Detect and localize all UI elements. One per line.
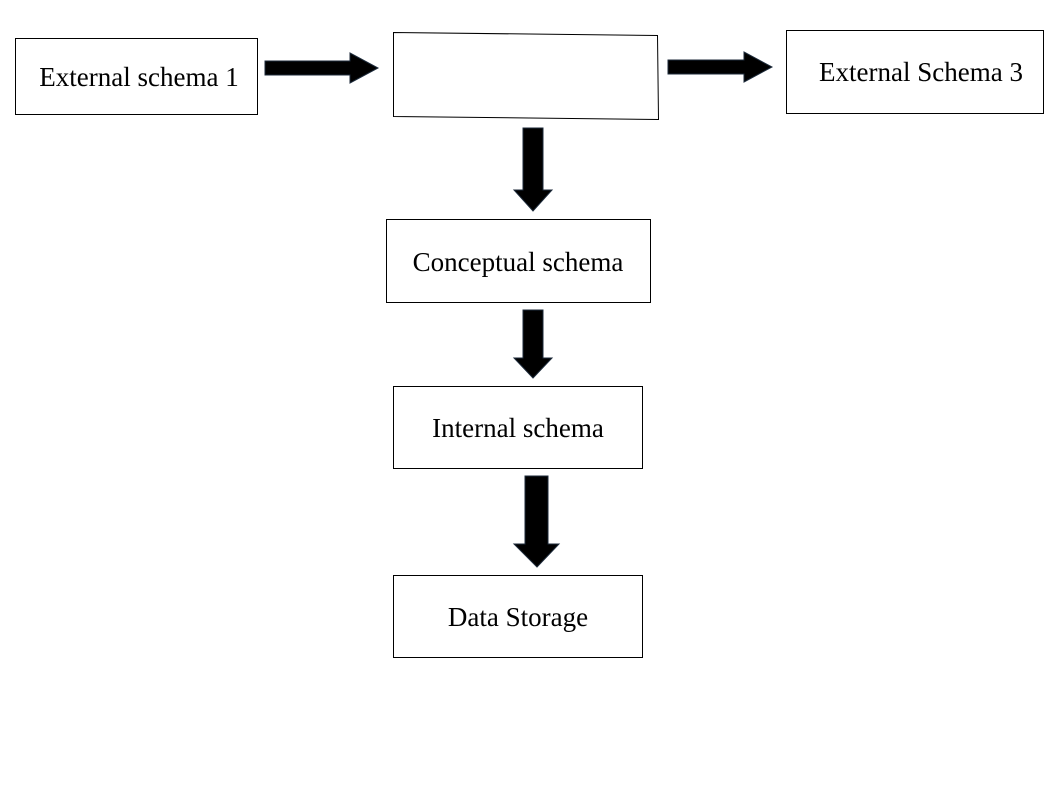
conceptual-schema-box [386,219,651,303]
external-schema-1-box [15,38,258,115]
arrow-conceptual-to-internal [512,309,554,379]
middle-box [393,31,660,121]
data-storage-label: Data Storage [448,602,588,632]
arrow-middle-to-external3 [667,51,774,83]
external-schema-1-node: External schema 1 [15,38,258,115]
middle-node [393,31,660,121]
internal-schema-box [393,386,643,469]
arrow-middle-to-conceptual [512,127,554,212]
conceptual-schema-node: Conceptual schema [386,219,651,303]
external-schema-3-box [786,30,1044,114]
external-schema-1-label: External schema 1 [39,62,238,92]
data-storage-node: Data Storage [393,575,643,658]
arrow-internal-to-storage [512,475,561,568]
data-storage-box [393,575,643,658]
internal-schema-label: Internal schema [432,413,604,443]
conceptual-schema-label: Conceptual schema [413,247,624,277]
arrow-external1-to-middle [264,52,380,84]
internal-schema-node: Internal schema [393,386,643,469]
external-schema-3-node: External Schema 3 [786,30,1044,114]
external-schema-3-label: External Schema 3 [819,57,1023,87]
